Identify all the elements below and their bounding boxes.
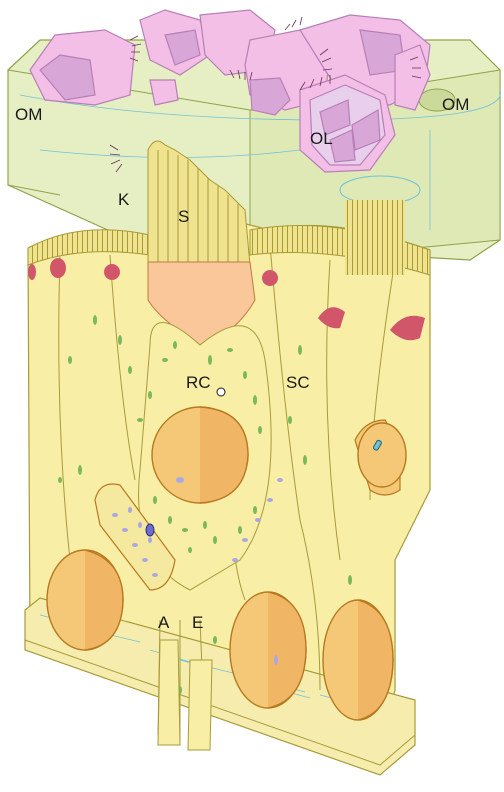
- synaptic-ribbon: [146, 524, 154, 536]
- label-om-right: OM: [442, 95, 469, 114]
- label-ol: OL: [310, 129, 333, 148]
- label-a: A: [158, 613, 170, 632]
- label-om-left: OM: [15, 105, 42, 124]
- rc-marker: [217, 388, 225, 396]
- label-sc: SC: [286, 373, 310, 392]
- label-rc: RC: [186, 373, 211, 392]
- label-s: S: [178, 207, 189, 226]
- label-k: K: [118, 190, 130, 209]
- label-e: E: [192, 613, 203, 632]
